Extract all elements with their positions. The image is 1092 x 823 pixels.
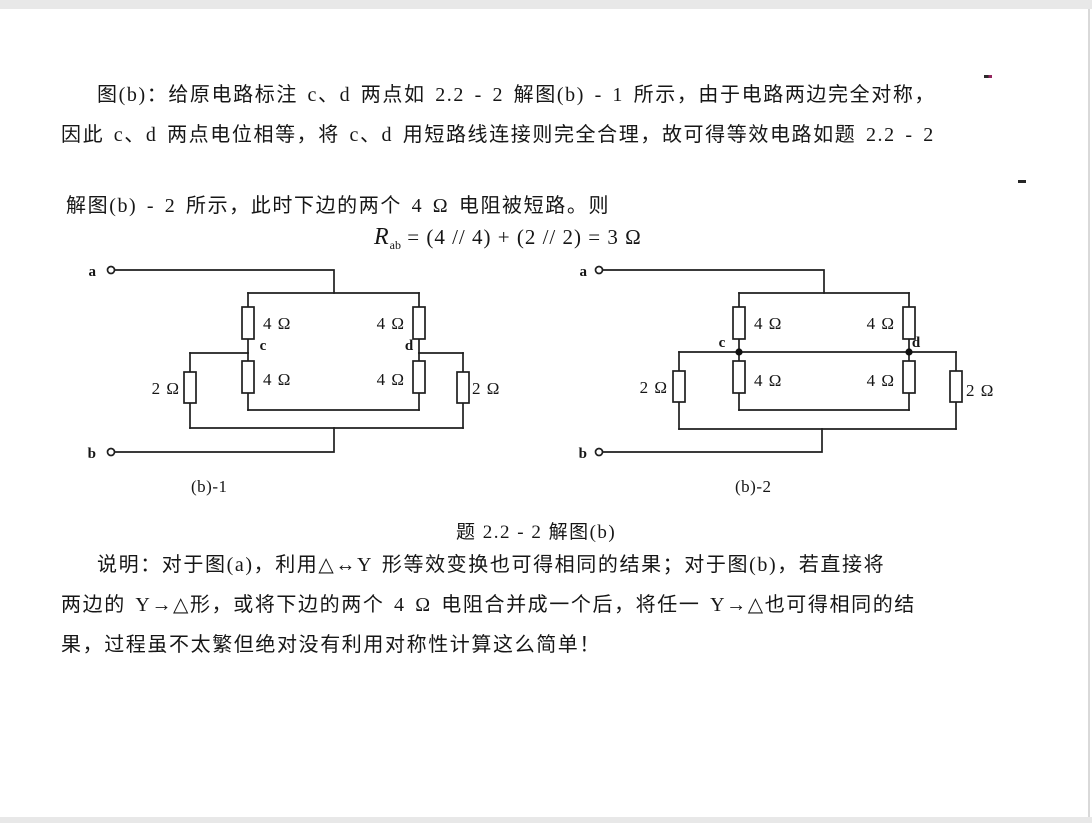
terminal-a-label: a [89, 264, 97, 280]
wire-terminal-a [114, 269, 335, 294]
note-line1: 说明：对于图(a)，利用△↔Y 形等效变换也可得相同的结果；对于图(b)，若直接… [97, 554, 886, 576]
resistor-label-top-right: 4 Ω [867, 314, 895, 333]
terminal-a-circle [106, 265, 116, 275]
resistor-symbol-mid-right [902, 360, 916, 394]
wire-terminal-b [602, 428, 823, 453]
paragraph1-line1: 图(b)：给原电路标注 c、d 两点如 2.2 - 2 解图(b) - 1 所示… [97, 84, 937, 106]
formula-symbol-R: R [374, 224, 390, 250]
note-line3: 果，过程虽不太繁但绝对没有利用对称性计算这么简单！ [61, 634, 601, 656]
node-d-label: d [405, 338, 414, 354]
resistor-symbol-top-right [902, 306, 916, 340]
resistor-label-top-left: 4 Ω [754, 314, 782, 333]
resistor-label-mid-left: 4 Ω [263, 370, 291, 389]
stray-scan-mark-1 [984, 75, 992, 78]
page-edge-top [0, 0, 1092, 9]
resistor-symbol-top-left [241, 306, 255, 340]
resistor-label-mid-right: 4 Ω [867, 371, 895, 390]
paragraph1-line2: 因此 c、d 两点电位相等，将 c、d 用短路线连接则完全合理，故可得等效电路如… [61, 124, 935, 146]
note-line2: 两边的 Y→△形，或将下边的两个 4 Ω 电阻合并成一个后，将任一 Y→△也可得… [61, 594, 916, 616]
resistor-label-outer-right: 2 Ω [472, 379, 500, 398]
resistor-symbol-top-right [412, 306, 426, 340]
wire-terminal-a [602, 269, 825, 294]
resistor-symbol-outer-right [456, 371, 470, 404]
resistor-symbol-mid-left [241, 360, 255, 394]
terminal-b-circle [106, 447, 116, 457]
page-edge-bottom [0, 817, 1092, 823]
figure-caption: 题 2.2 - 2 解图(b) [456, 522, 617, 543]
stray-scan-mark-2 [1018, 180, 1026, 183]
terminal-b-label: b [579, 446, 587, 462]
resistor-label-outer-left: 2 Ω [640, 378, 668, 397]
terminal-b-label: b [88, 446, 96, 462]
subfigure-label-b1: (b)-1 [191, 477, 228, 496]
node-d-dot [905, 348, 913, 356]
resistor-label-outer-left: 2 Ω [152, 379, 180, 398]
paragraph2-line1: 解图(b) - 2 所示，此时下边的两个 4 Ω 电阻被短路。则 [66, 195, 611, 217]
node-c-label: c [260, 338, 267, 354]
resistor-label-top-right: 4 Ω [377, 314, 405, 333]
formula-subscript: ab [389, 238, 401, 253]
formula-rab: Rab = (4 // 4) + (2 // 2) = 3 Ω [374, 224, 642, 253]
resistor-label-top-left: 4 Ω [263, 314, 291, 333]
resistor-label-outer-right: 2 Ω [966, 381, 994, 400]
resistor-label-mid-left: 4 Ω [754, 371, 782, 390]
resistor-symbol-mid-left [732, 360, 746, 394]
resistor-symbol-outer-left [672, 370, 686, 403]
node-c-label: c [719, 335, 726, 351]
terminal-a-label: a [580, 264, 588, 280]
terminal-b-circle [594, 447, 604, 457]
node-c-dot [735, 348, 743, 356]
resistor-symbol-outer-right [949, 370, 963, 403]
formula-body: = (4 // 4) + (2 // 2) = 3 Ω [401, 225, 642, 249]
node-d-label: d [912, 335, 921, 351]
circuit-diagram-b1: a b c d 4 Ω 4 Ω 4 Ω 4 Ω 2 Ω 2 Ω [88, 264, 500, 462]
resistor-symbol-outer-left [183, 371, 197, 404]
resistor-symbol-mid-right [412, 360, 426, 394]
resistor-symbol-top-left [732, 306, 746, 340]
subfigure-label-b2: (b)-2 [735, 477, 772, 496]
terminal-a-circle [594, 265, 604, 275]
wire-terminal-b [114, 427, 335, 453]
resistor-label-mid-right: 4 Ω [377, 370, 405, 389]
circuit-diagram-b2: a b c d 4 Ω 4 Ω 4 Ω 4 Ω 2 Ω 2 Ω [579, 264, 994, 462]
page-edge-right [1088, 9, 1090, 817]
